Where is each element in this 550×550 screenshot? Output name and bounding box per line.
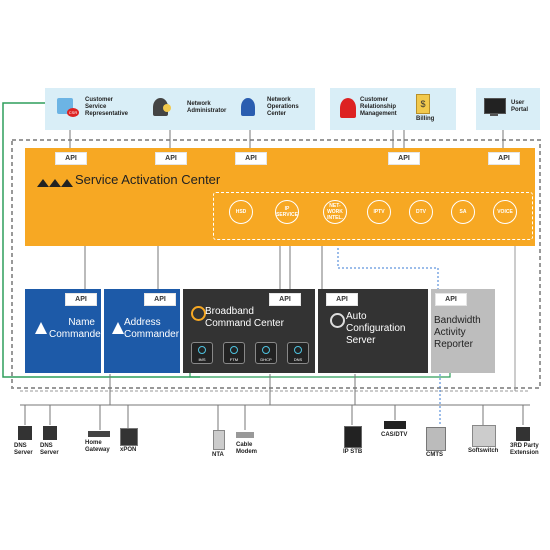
broadband-logo-icon — [191, 306, 206, 321]
billing-icon: $ — [416, 94, 430, 114]
ftm-module-icon[interactable]: FTM — [223, 342, 245, 364]
noc-person-icon — [241, 98, 255, 116]
api-badge-portal: API — [488, 152, 520, 165]
api-badge-noc: API — [235, 152, 267, 165]
third-party-extension-icon — [516, 427, 530, 441]
service-ip[interactable]: IP SERVICE — [275, 200, 299, 224]
api-badge-name-commander: API — [65, 293, 97, 306]
csr-label: Customer Service Representative — [85, 97, 129, 117]
api-badge-crm: API — [388, 152, 420, 165]
service-network-intel[interactable]: NET- WORK INTEL. — [323, 200, 347, 224]
blue-dashed-line — [337, 240, 439, 291]
cable-modem-icon — [236, 432, 254, 438]
auto-configuration-server[interactable]: API Auto Configuration Server — [318, 289, 428, 373]
service-sa[interactable]: SA — [451, 200, 475, 224]
name-commander[interactable]: API Name Commander — [25, 289, 104, 373]
green-line-left — [2, 102, 200, 378]
name-commander-icon — [35, 321, 47, 334]
service-activation-center[interactable]: API API API API API Service Activation C… — [25, 148, 535, 246]
nta-icon — [213, 430, 225, 450]
broadband-command-center[interactable]: API Broadband Command Center IMS FTM DHC… — [183, 289, 315, 373]
crm-person-icon — [340, 98, 356, 118]
address-commander[interactable]: API Address Commander — [104, 289, 180, 373]
dns-server-icon — [43, 426, 57, 440]
user-panel-right: User Portal — [476, 88, 540, 130]
xpon-label: xPON — [120, 447, 137, 453]
dns-server-icon — [18, 426, 32, 440]
dns-module-icon[interactable]: DNS — [287, 342, 309, 364]
service-dtv[interactable]: DTV — [409, 200, 433, 224]
api-badge-admin: API — [155, 152, 187, 165]
cas-dtv-icon — [384, 421, 406, 429]
user-portal-label: User Portal — [511, 100, 529, 113]
service-voice[interactable]: VOICE — [493, 200, 517, 224]
csr-badge: CSR — [67, 108, 79, 117]
api-badge-address-commander: API — [144, 293, 176, 306]
ip-stb-icon — [344, 426, 362, 448]
auto-config-logo-icon — [330, 313, 345, 328]
crm-label: Customer Relationship Management — [360, 97, 397, 117]
outer-dashed-border — [11, 139, 541, 389]
nta-label: NTA — [212, 452, 224, 458]
monitor-icon — [484, 98, 506, 114]
admin-gear-icon — [163, 104, 171, 112]
ims-module-icon[interactable]: IMS — [191, 342, 213, 364]
sac-title: Service Activation Center — [75, 172, 221, 187]
softswitch-icon — [472, 425, 496, 447]
softswitch-label: Softswitch — [468, 448, 499, 454]
billing-label: Billing — [416, 116, 435, 122]
sac-logo-icon — [35, 176, 75, 187]
xpon-icon — [120, 428, 138, 446]
api-badge-csr: API — [55, 152, 87, 165]
user-panel-left: CSR Customer Service Representative Netw… — [45, 88, 315, 130]
home-gateway-icon — [88, 431, 110, 437]
api-badge-bandwidth: API — [435, 293, 467, 306]
cas-dtv-label: CAS/DTV — [381, 432, 408, 438]
bandwidth-activity-reporter[interactable]: API Bandwidth Activity Reporter — [431, 289, 495, 373]
admin-label: Network Administrator — [187, 101, 227, 114]
cmts-label: CMTS — [426, 452, 443, 458]
api-badge-auto-config: API — [326, 293, 358, 306]
ip-stb-label: IP STB — [343, 449, 363, 455]
services-group — [213, 192, 533, 240]
service-iptv[interactable]: IPTV — [367, 200, 391, 224]
cmts-icon — [426, 427, 446, 451]
api-badge-broadband: API — [269, 293, 301, 306]
dhcp-module-icon[interactable]: DHCP — [255, 342, 277, 364]
noc-label: Network Operations Center — [267, 97, 299, 117]
service-hsd[interactable]: HSD — [229, 200, 253, 224]
user-panel-middle: Customer Relationship Management $ Billi… — [330, 88, 456, 130]
address-commander-icon — [112, 321, 124, 334]
